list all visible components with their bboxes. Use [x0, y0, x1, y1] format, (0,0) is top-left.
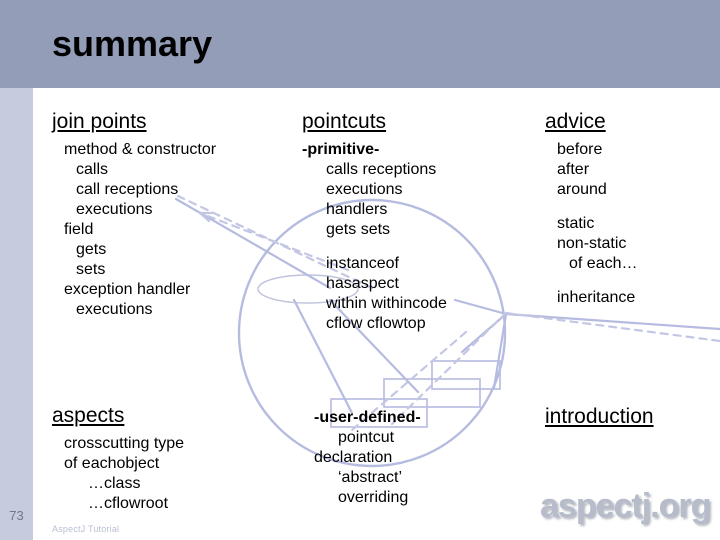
pointcuts-item: calls receptions — [326, 161, 437, 178]
column-user-defined: -user-defined- pointcut declaration ‘abs… — [302, 408, 532, 508]
aspects-item: …cflowroot — [88, 495, 169, 512]
user-defined-item: declaration — [314, 449, 393, 466]
slide-number: 73 — [9, 508, 24, 523]
heading-pointcuts[interactable]: pointcuts — [302, 110, 387, 133]
user-defined-item: overriding — [338, 489, 409, 506]
page-title: summary — [52, 23, 213, 64]
user-defined-item: ‘abstract’ — [338, 469, 403, 486]
join-points-item: executions — [76, 201, 153, 218]
diagram-ray-2 — [504, 312, 720, 331]
pointcuts-item: gets sets — [326, 221, 391, 238]
heading-join-points[interactable]: join points — [52, 110, 147, 133]
footer-note: AspectJ Tutorial — [52, 524, 120, 534]
column-aspects: aspects crosscutting type of eachobject … — [52, 402, 292, 514]
spacer — [302, 240, 532, 254]
heading-aspects[interactable]: aspects — [52, 404, 125, 427]
advice-item: inheritance — [557, 289, 636, 306]
join-points-item: gets — [76, 241, 107, 258]
pointcuts-item: instanceof — [326, 255, 399, 272]
diagram-dashed-right — [504, 311, 720, 343]
join-points-item: field — [64, 221, 94, 238]
diagram-rect-2 — [383, 378, 481, 408]
pointcuts-primitive-label: -primitive- — [302, 141, 380, 158]
aspects-item: crosscutting type — [64, 435, 185, 452]
aspects-item: …class — [88, 475, 141, 492]
aspects-item: of eachobject — [64, 455, 160, 472]
advice-item: before — [557, 141, 603, 158]
pointcuts-item: hasaspect — [326, 275, 399, 292]
title-bar — [0, 0, 720, 88]
join-points-item: method & constructor — [64, 141, 217, 158]
join-points-item: exception handler — [64, 281, 191, 298]
advice-item: around — [557, 181, 607, 198]
user-defined-item: pointcut — [338, 429, 395, 446]
advice-item: non-static — [557, 235, 627, 252]
column-join-points: join points method & constructor calls c… — [52, 108, 292, 320]
advice-item: static — [557, 215, 595, 232]
spacer — [545, 274, 720, 288]
join-points-item: executions — [76, 301, 153, 318]
pointcuts-item: cflow cflowtop — [326, 315, 426, 332]
heading-advice[interactable]: advice — [545, 110, 606, 133]
pointcuts-item: within withincode — [326, 295, 447, 312]
join-points-item: calls — [76, 161, 109, 178]
column-introduction: introduction — [545, 403, 720, 430]
join-points-item: call receptions — [76, 181, 179, 198]
heading-introduction[interactable]: introduction — [545, 405, 654, 428]
pointcuts-item: handlers — [326, 201, 388, 218]
join-points-item: sets — [76, 261, 106, 278]
pointcuts-item: executions — [326, 181, 403, 198]
aspectj-wordmark: aspectj.org — [540, 487, 711, 525]
advice-item: after — [557, 161, 590, 178]
column-pointcuts: pointcuts -primitive- calls receptions e… — [302, 108, 532, 334]
column-advice: advice before after around static non-st… — [545, 108, 720, 308]
advice-item: of each… — [569, 255, 638, 272]
side-strip — [0, 88, 33, 540]
spacer — [545, 200, 720, 214]
user-defined-label: -user-defined- — [314, 409, 421, 426]
diagram-rect-3 — [431, 360, 501, 390]
